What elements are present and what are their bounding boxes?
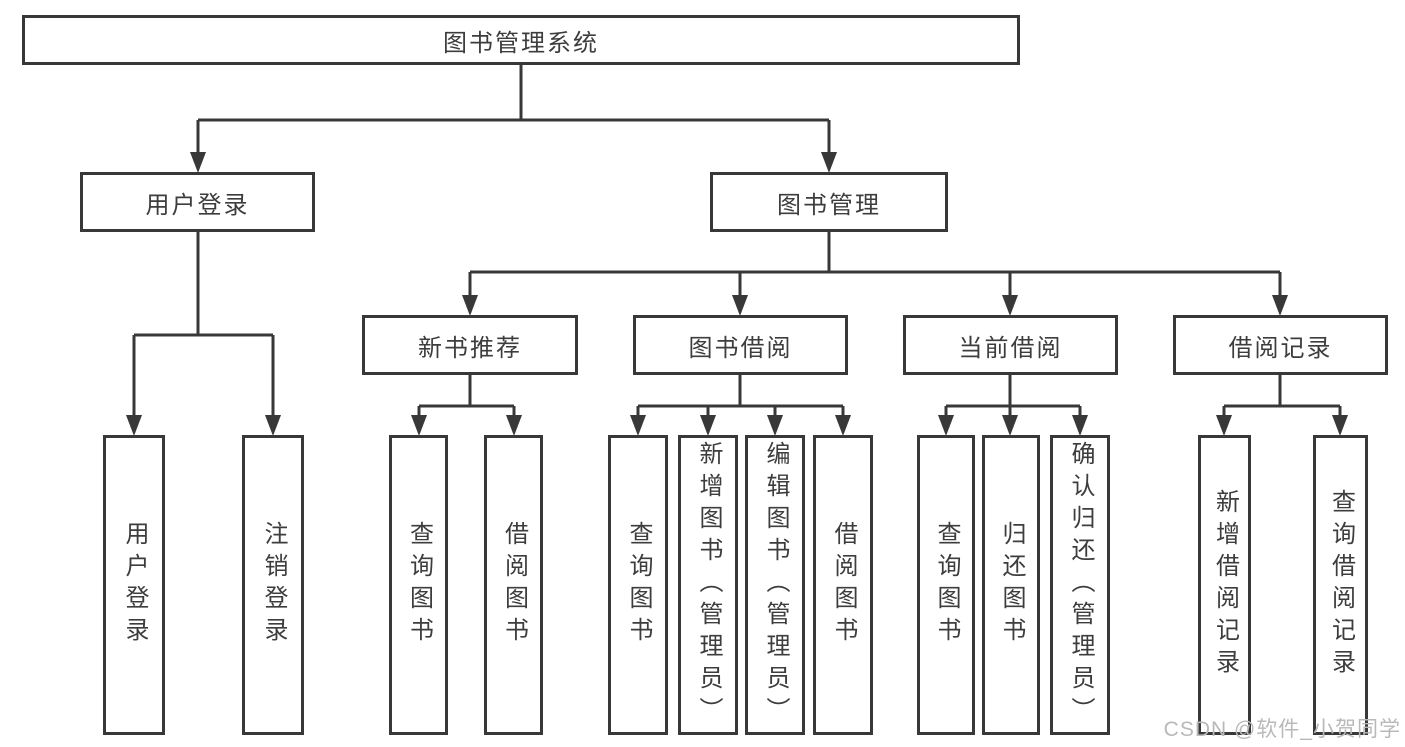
node-label: 图书管理 [777,191,881,219]
node-label: 查询图书 [625,521,652,649]
node-label: 用户登录 [145,191,250,219]
connector-new-book-rec-to-leaves [411,375,522,436]
leaf-return-books: 归还图书 [982,435,1040,735]
leaf-add-books-admin: 新增图书（管理员） [678,435,738,735]
node-label: 查询借阅记录 [1327,489,1355,681]
node-label: 确认归还（管理员） [1067,441,1094,729]
node-label: 借阅记录 [1228,334,1333,362]
node-current-borrow: 当前借阅 [903,315,1118,375]
leaf-logout: 注销登录 [242,435,304,735]
leaf-edit-books-admin: 编辑图书（管理员） [745,435,805,735]
node-label: 用户登录 [121,521,148,649]
leaf-user-login: 用户登录 [103,435,165,735]
leaf-borrow-books-1: 借阅图书 [484,435,543,735]
node-label: 借阅图书 [830,521,857,649]
connector-user-login-to-leaves [126,232,281,436]
node-label: 归还图书 [998,521,1025,649]
node-label: 编辑图书（管理员） [762,441,789,729]
node-label: 图书管理系统 [443,29,599,57]
node-label: 新书推荐 [418,334,522,362]
leaf-query-books-2: 查询图书 [608,435,668,735]
node-book-management: 图书管理 [710,172,948,232]
node-label: 图书借阅 [688,334,793,362]
node-label: 查询图书 [933,521,960,649]
leaf-query-borrow-record: 查询借阅记录 [1313,435,1368,735]
node-label: 新增借阅记录 [1211,489,1239,681]
node-new-book-recommend: 新书推荐 [362,315,578,375]
leaf-confirm-return-admin: 确认归还（管理员） [1050,435,1110,735]
leaf-borrow-books-2: 借阅图书 [813,435,873,735]
node-user-login: 用户登录 [80,172,315,232]
node-label: 查询图书 [405,521,433,649]
watermark: CSDN @软件_小贺同学 [1163,718,1401,741]
connector-book-mgmt-to-level3 [462,232,1288,316]
leaf-query-books-1: 查询图书 [389,435,448,735]
node-borrow-records: 借阅记录 [1173,315,1388,375]
node-label: 当前借阅 [958,334,1063,362]
node-book-borrow: 图书借阅 [633,315,848,375]
connector-root-to-level2 [190,65,837,173]
node-label: 注销登录 [260,521,287,649]
connector-current-borrow-to-leaves [938,375,1088,436]
node-label: 借阅图书 [500,521,528,649]
connector-book-borrow-to-leaves [630,375,851,436]
node-root-system: 图书管理系统 [22,15,1020,65]
leaf-add-borrow-record: 新增借阅记录 [1198,435,1251,735]
node-label: 新增图书（管理员） [695,441,722,729]
leaf-query-books-3: 查询图书 [917,435,975,735]
connector-borrow-records-to-leaves [1216,375,1348,436]
